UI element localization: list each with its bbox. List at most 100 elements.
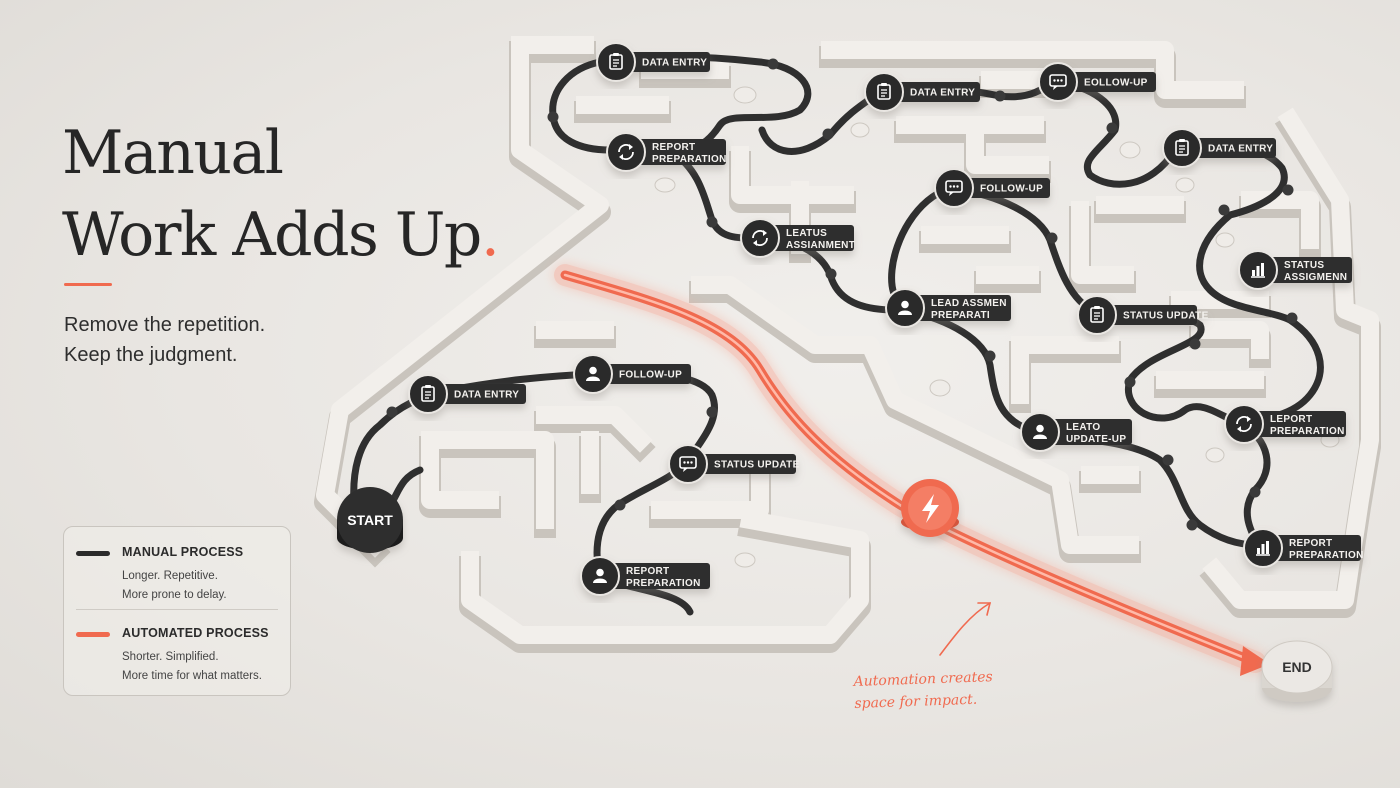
step-icon-disc [740,218,780,258]
step-label-line-2: PREPARATION [652,154,727,165]
headline: Manual Work Adds Up. [62,112,500,276]
person-icon [1033,424,1047,439]
step-label-plate [766,225,854,251]
step-label: DATA ENTRY [1162,128,1276,168]
step-label-line-1: DATA ENTRY [1208,144,1273,155]
step-label-line-1: DATA ENTRY [642,58,707,69]
step-label-plate [960,178,1050,198]
step-label-plate [606,563,710,589]
clipboard-edit-icon [1090,306,1104,323]
step-label-plate [1269,535,1361,561]
step-label-line-2: PREPARATION [626,578,701,589]
step-label-line-1: REPORT [626,566,669,577]
step-label-line-1: STATUS [1284,260,1324,271]
step-label-plate [890,82,980,102]
step-label-line-1: STATUS UPDATE [714,460,800,471]
step-label-line-1: LEATO [1066,422,1100,433]
lightning-icon [922,494,939,523]
step-label-line-2: ASSIANMENT [786,240,855,251]
step-label-line-1: REPORT [652,142,695,153]
step-icon-disc [934,168,974,208]
legend-manual-desc: Longer. Repetitive. More prone to delay. [122,567,227,605]
step-label-plate [1250,411,1346,437]
legend-manual-line-1: Longer. Repetitive. [122,570,218,582]
legend: MANUAL PROCESS Longer. Repetitive. More … [63,526,291,696]
step-label-line-2: PREPARATION [1270,426,1345,437]
person-icon [586,366,600,381]
automated-process-path [554,264,1266,673]
step-label: DATA ENTRY [864,72,980,112]
step-label-line-1: REPORT [1289,538,1332,549]
step-label: ЕОLLОW-UP [1038,62,1156,102]
step-label-plate [622,52,710,72]
start-node [337,487,403,553]
step-label-line-2: PREPARATI [931,310,990,321]
step-label: DATA ENTRY [408,374,526,414]
legend-manual-title: MANUAL PROCESS [122,545,244,559]
step-label-line-2: PREPARATION [1289,550,1364,561]
person-icon [593,568,607,583]
step-label-plate [632,139,726,165]
step-label-line-1: FOLLOW-UP [619,370,682,381]
legend-automated-swatch [76,632,110,637]
cycle-icon [1236,416,1252,432]
step-label-plate [1103,305,1197,325]
step-icon-disc [408,374,448,414]
step-icon-disc [1077,295,1117,335]
subtitle: Remove the repetition. Keep the judgment… [64,310,265,370]
cycle-icon [752,230,768,246]
headline-accent-dot: . [480,200,500,270]
legend-automated-line-2: More time for what matters. [122,670,262,682]
step-label-line-2: ASSIGMENN [1284,272,1347,283]
step-icon-disc [1162,128,1202,168]
step-label-line-2: UPDATE-UP [1066,434,1126,445]
step-icon-disc [864,72,904,112]
annotation-arrow [939,602,992,656]
bar-chart-icon [1256,541,1270,556]
headline-line-1: Manual [62,118,284,188]
legend-automated-line-1: Shorter. Simplified. [122,651,219,663]
bar-chart-icon [1251,263,1265,278]
step-label: FOLLOW-UP [573,354,691,394]
step-label-plate [1064,72,1156,92]
clipboard-icon [877,83,891,100]
headline-line-2: Work Adds Up. [62,194,500,276]
automated-arrowhead [1240,646,1270,676]
step-label-plate [911,295,1011,321]
step-label: STATUS UPDATE [1077,295,1208,335]
end-label: END [1282,659,1312,675]
step-label-line-1: LEPORT [1270,414,1312,425]
step-label-line-1: FOLLOW-UP [980,184,1043,195]
step-icon-disc [668,444,708,484]
clipboard-icon [421,385,435,402]
step-label: FOLLOW-UP [934,168,1050,208]
cycle-icon [618,144,634,160]
maze-walls [314,36,1381,653]
step-label-plate [694,454,796,474]
automation-annotation: Automation creates space for impact. [853,665,1024,715]
legend-automated-title: AUTOMATED PROCESS [122,626,269,640]
legend-manual-line-2: More prone to delay. [122,589,227,601]
subtitle-line-1: Remove the repetition. [64,314,266,336]
path-rivets [386,58,1298,531]
step-icon-disc [1038,62,1078,102]
start-label: START [347,512,393,528]
step-icon-disc [606,132,646,172]
legend-automated-desc: Shorter. Simplified. More time for what … [122,648,262,686]
legend-divider [76,609,278,610]
step-label: STATUS UPDATE [668,444,800,484]
end-node [1261,640,1333,702]
step-label-line-1: LEAD ASSMEN [931,298,1007,309]
step-label-plate [1188,138,1276,158]
clipboard-icon [609,53,623,70]
step-label-line-1: DATA ENTRY [910,88,975,99]
legend-manual-swatch [76,551,110,556]
